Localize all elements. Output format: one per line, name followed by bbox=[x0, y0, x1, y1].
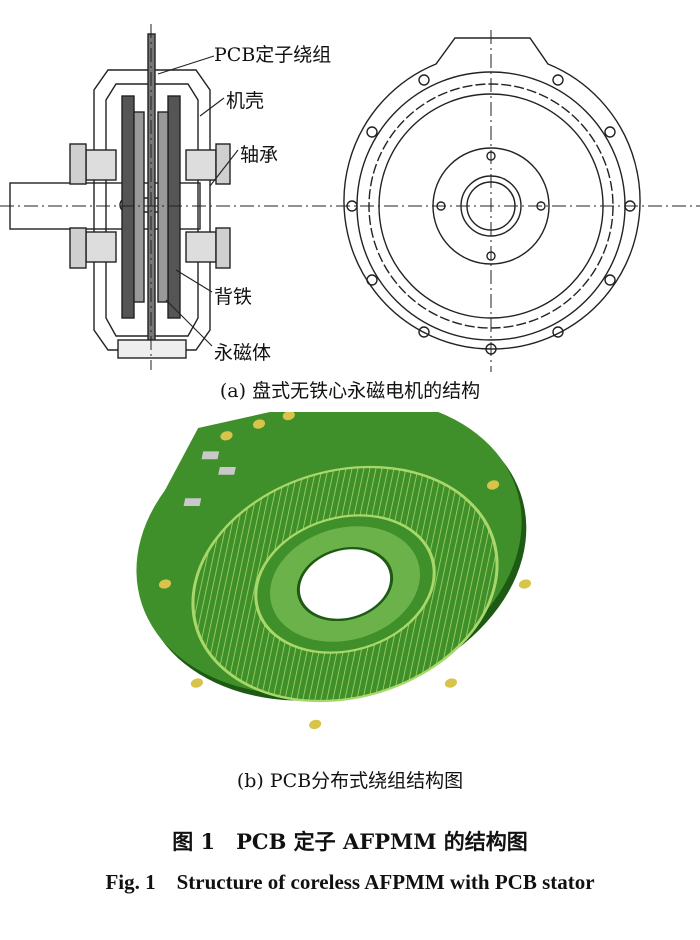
label-housing: 机壳 bbox=[226, 90, 265, 112]
motor-section-drawing bbox=[0, 24, 700, 372]
motor-front-view bbox=[343, 30, 641, 372]
back-iron-left bbox=[121, 95, 135, 319]
center-hole bbox=[296, 546, 394, 622]
bearing-left bbox=[85, 149, 117, 181]
caption-a: (a) 盘式无铁心永磁电机的结构 bbox=[219, 380, 481, 402]
label-bearing: 轴承 bbox=[240, 144, 279, 166]
pcb-winding-image bbox=[136, 412, 532, 730]
label-magnet: 永磁体 bbox=[214, 342, 272, 364]
figure-caption-en: Fig. 1 Structure of coreless AFPMM with … bbox=[105, 870, 595, 894]
back-iron-right bbox=[167, 95, 181, 319]
magnet-left bbox=[133, 111, 145, 303]
bearing-right bbox=[185, 149, 217, 181]
label-pcb-stator: PCB定子绕组 bbox=[214, 44, 332, 66]
caption-b: (b) PCB分布式绕组结构图 bbox=[236, 770, 464, 792]
label-back-iron: 背铁 bbox=[214, 286, 253, 308]
magnet-right bbox=[157, 111, 169, 303]
figure-caption-cn: 图 1 PCB 定子 AFPMM 的结构图 bbox=[172, 829, 528, 854]
